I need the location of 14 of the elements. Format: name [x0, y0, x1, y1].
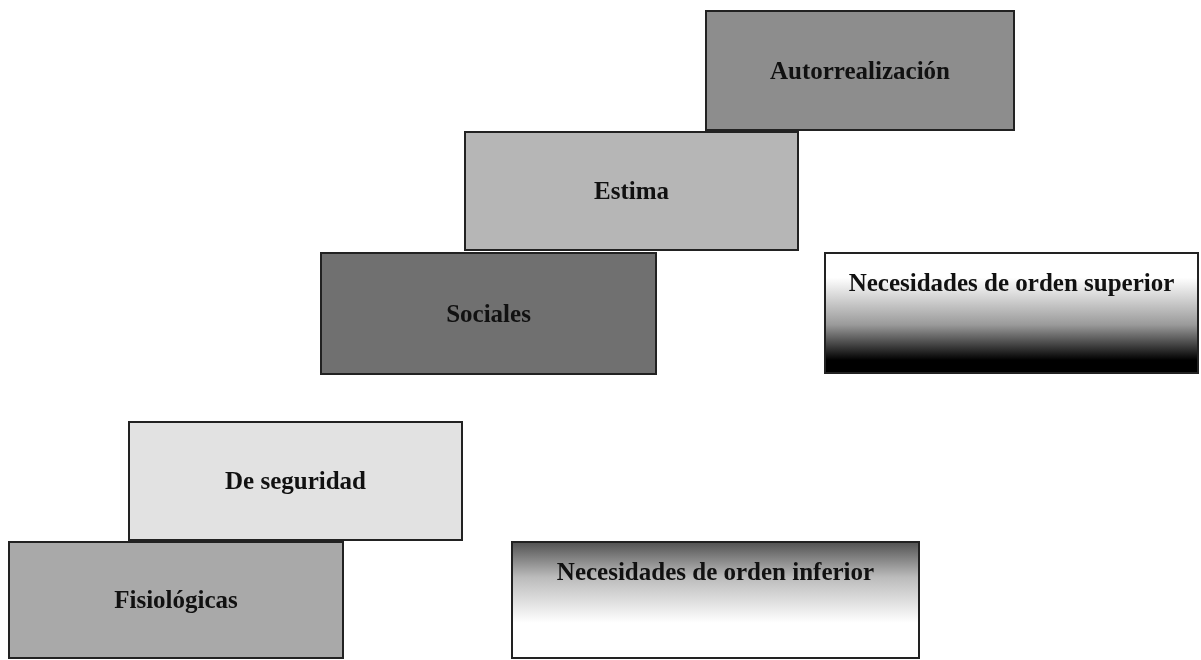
need-box — [511, 541, 920, 659]
need-label: De seguridad — [224, 466, 367, 496]
need-label: Necesidades de orden inferior — [555, 557, 876, 587]
need-box — [824, 252, 1199, 374]
need-box — [320, 252, 657, 375]
need-box — [705, 10, 1015, 131]
need-box — [8, 541, 344, 659]
need-label: Fisiológicas — [113, 585, 239, 615]
need-box — [128, 421, 463, 541]
need-label: Autorrealización — [768, 55, 952, 86]
need-label: Necesidades de orden superior — [847, 268, 1176, 298]
need-label: Sociales — [445, 298, 532, 329]
need-label: Estima — [593, 176, 670, 206]
need-box — [464, 131, 799, 251]
